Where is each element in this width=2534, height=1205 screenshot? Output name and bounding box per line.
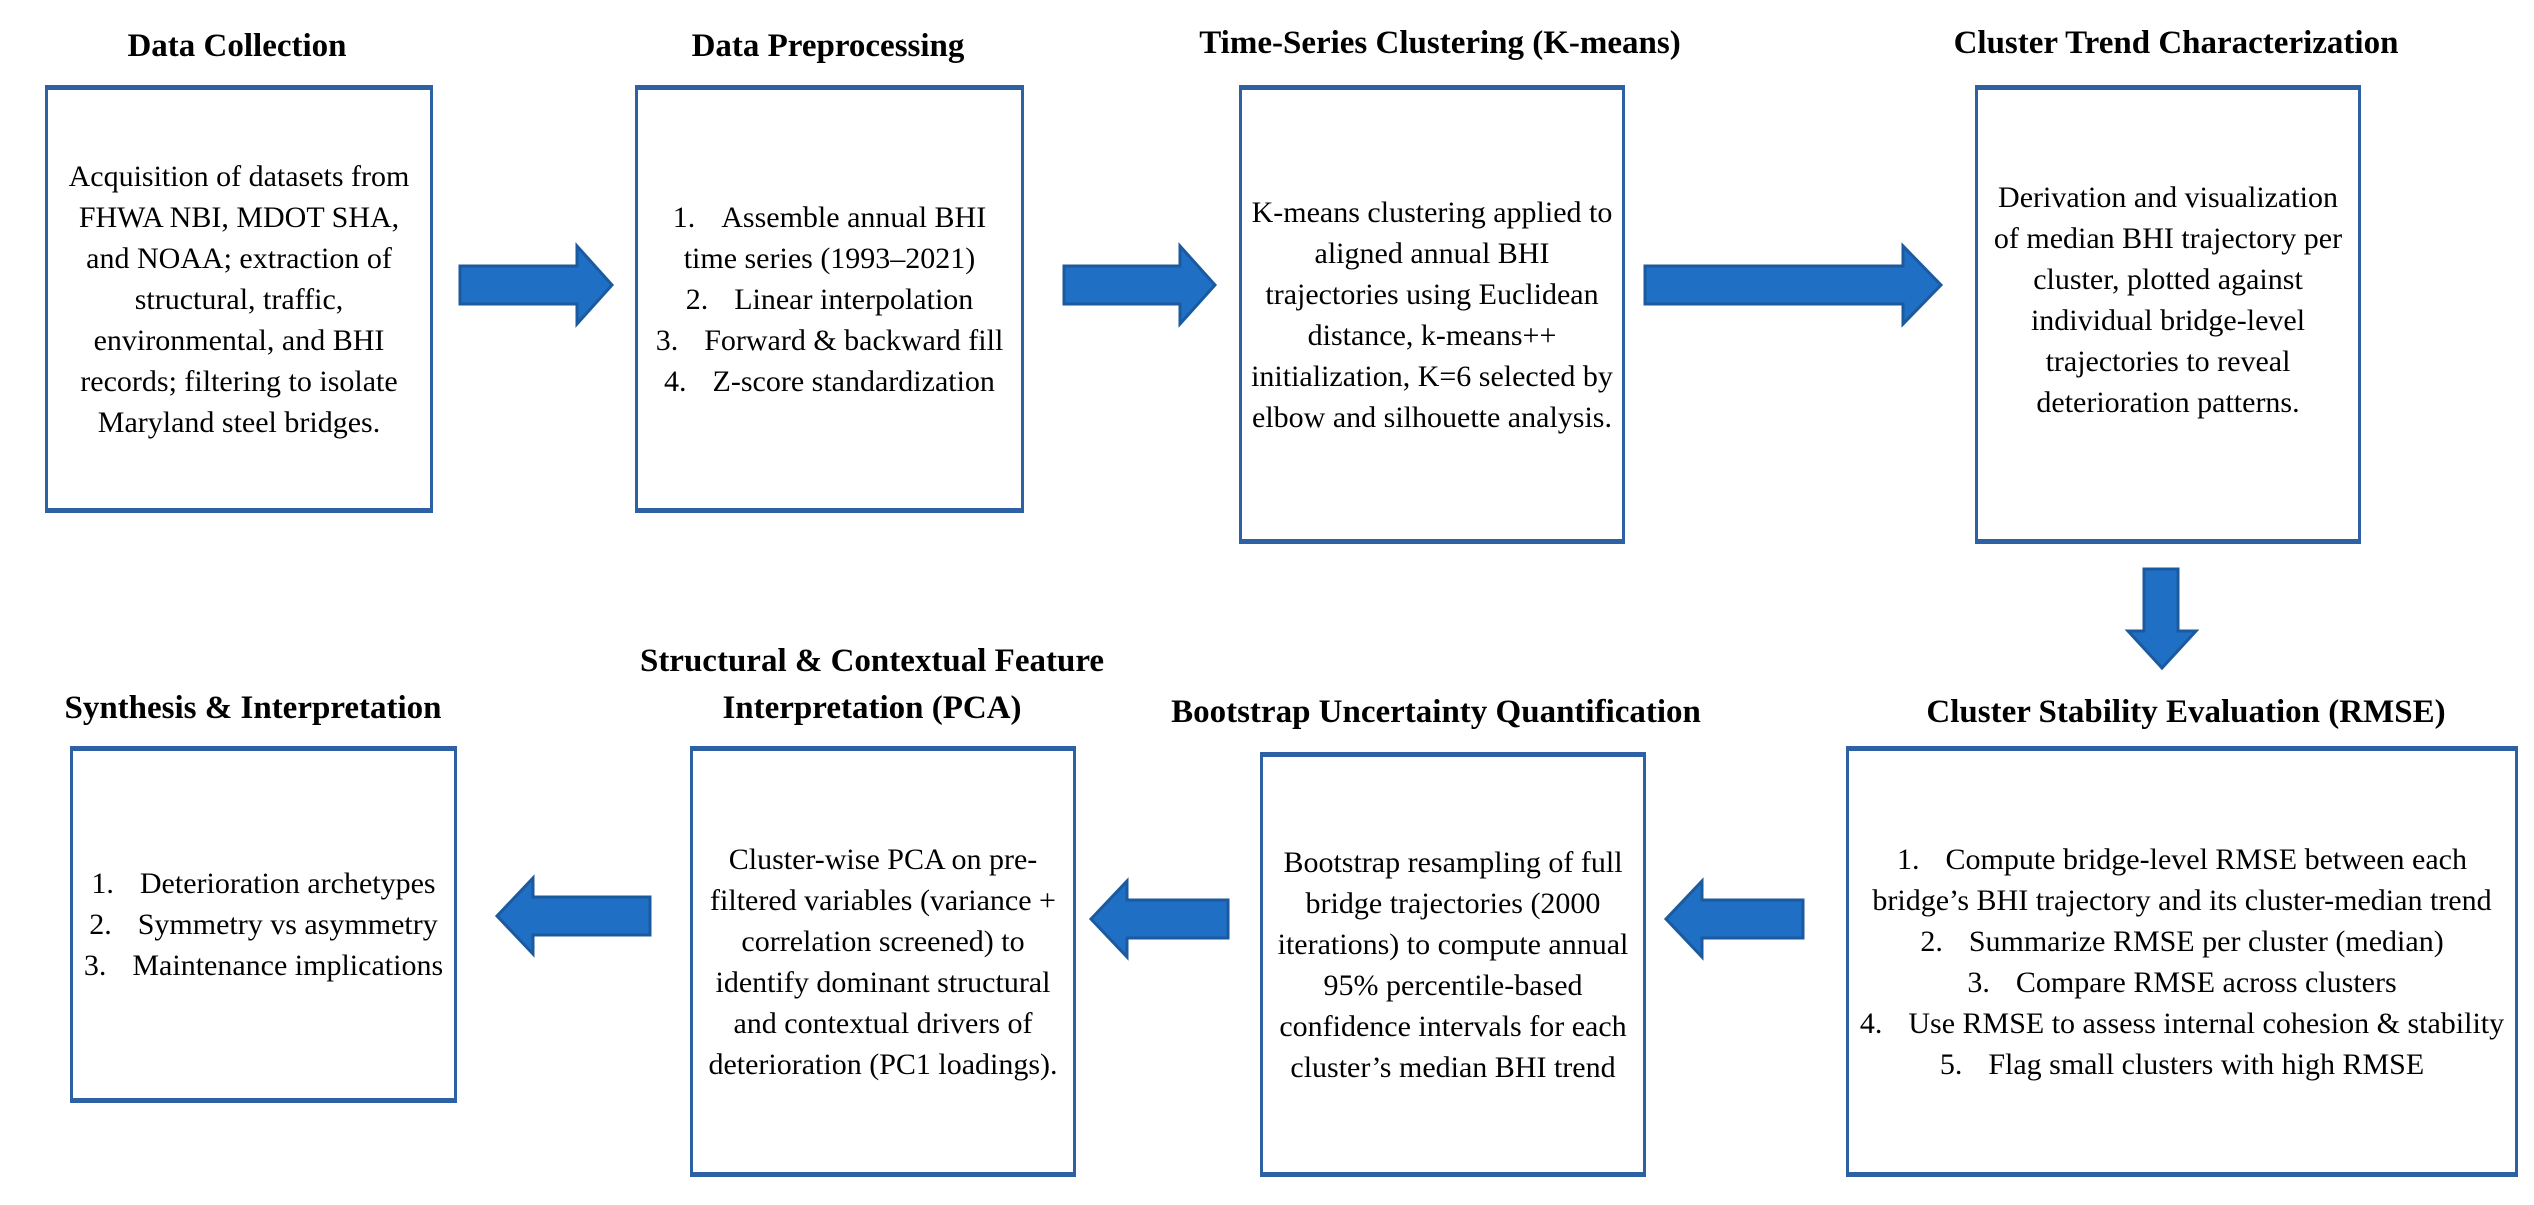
step-title-data-collection: Data Collection bbox=[127, 28, 347, 64]
arrow-right-icon bbox=[1643, 242, 1944, 328]
step-text: Cluster-wise PCA on pre-filtered variabl… bbox=[708, 842, 1058, 1081]
item-number: 1. bbox=[1896, 842, 1920, 876]
step-text: Acquisition of datasets from FHWA NBI, M… bbox=[68, 159, 410, 439]
item-text: Flag small clusters with high RMSE bbox=[1988, 1047, 2425, 1081]
step-title-bootstrap: Bootstrap Uncertainty Quantification bbox=[1171, 694, 1701, 730]
item-text: Summarize RMSE per cluster (median) bbox=[1968, 924, 2444, 958]
item-text: Z-score standardization bbox=[712, 364, 995, 398]
item-number: 5. bbox=[1939, 1047, 1963, 1081]
item-number: 1. bbox=[672, 200, 696, 234]
item-number: 3. bbox=[83, 949, 107, 982]
item-text: Forward & backward fill bbox=[704, 323, 1004, 357]
item-number: 2. bbox=[685, 282, 709, 316]
list-item: 2. Symmetry vs asymmetry bbox=[84, 904, 443, 945]
step-title-preprocessing: Data Preprocessing bbox=[691, 28, 965, 64]
list-item: 1.Assemble annual BHI time series (1993–… bbox=[646, 197, 1013, 279]
item-number: 3. bbox=[1967, 965, 1990, 999]
list-item: 4. Z-score standardization bbox=[646, 361, 1013, 402]
step-title-synthesis: Synthesis & Interpretation bbox=[64, 690, 442, 726]
item-text: Assemble annual BHI time series (1993–20… bbox=[683, 200, 987, 275]
step-text: Derivation and visualization of median B… bbox=[1993, 180, 2343, 419]
arrow-right-icon bbox=[1062, 242, 1218, 328]
step-title-stability: Cluster Stability Evaluation (RMSE) bbox=[1926, 694, 2446, 730]
arrow-left-icon bbox=[1663, 877, 1805, 961]
step-list: 1.Assemble annual BHI time series (1993–… bbox=[646, 197, 1013, 402]
step-box-stability: 1.Compute bridge-level RMSE between each… bbox=[1846, 746, 2518, 1177]
list-item: 3. Maintenance implications bbox=[84, 945, 443, 986]
item-number: 4. bbox=[1859, 1006, 1883, 1040]
step-title-pca-line2: Interpretation (PCA) bbox=[722, 690, 1022, 726]
step-list: 1. Deterioration archetypes 2. Symmetry vs… bbox=[84, 863, 443, 986]
list-item: 3. Compare RMSE across clusters bbox=[1857, 962, 2507, 1003]
step-box-synthesis: 1. Deterioration archetypes 2. Symmetry vs… bbox=[70, 746, 457, 1103]
list-item: 2. Linear interpolation bbox=[646, 279, 1013, 320]
arrow-right-icon bbox=[458, 242, 615, 328]
step-title-clustering: Time-Series Clustering (K-means) bbox=[1199, 25, 1681, 61]
item-number: 1. bbox=[91, 867, 114, 900]
item-number: 2. bbox=[89, 908, 112, 941]
step-box-clustering: K-means clustering applied to aligned an… bbox=[1239, 85, 1625, 544]
step-list: 1.Compute bridge-level RMSE between each… bbox=[1857, 839, 2507, 1085]
item-text: Symmetry vs asymmetry bbox=[137, 908, 438, 941]
step-box-trend: Derivation and visualization of median B… bbox=[1975, 85, 2361, 544]
item-text: Linear interpolation bbox=[734, 282, 974, 316]
item-text: Deterioration archetypes bbox=[139, 867, 436, 900]
step-box-data-collection: Acquisition of datasets from FHWA NBI, M… bbox=[45, 85, 433, 513]
step-box-preprocessing: 1.Assemble annual BHI time series (1993–… bbox=[635, 85, 1024, 513]
step-text: Bootstrap resampling of full bridge traj… bbox=[1277, 845, 1629, 1084]
list-item: 5. Flag small clusters with high RMSE bbox=[1857, 1044, 2507, 1085]
list-item: 2. Summarize RMSE per cluster (median) bbox=[1857, 921, 2507, 962]
list-item: 1.Compute bridge-level RMSE between each… bbox=[1857, 839, 2507, 921]
item-text: Compute bridge-level RMSE between each b… bbox=[1872, 842, 2492, 917]
item-number: 2. bbox=[1920, 924, 1943, 958]
arrow-down-icon bbox=[2124, 567, 2200, 671]
item-number: 3. bbox=[655, 323, 679, 357]
list-item: 4. Use RMSE to assess internal cohesion &… bbox=[1857, 1003, 2507, 1044]
arrow-left-icon bbox=[1088, 877, 1230, 961]
item-text: Use RMSE to assess internal cohesion & s… bbox=[1908, 1006, 2505, 1040]
step-box-bootstrap: Bootstrap resampling of full bridge traj… bbox=[1260, 752, 1646, 1177]
list-item: 1. Deterioration archetypes bbox=[84, 863, 443, 904]
list-item: 3. Forward & backward fill bbox=[646, 320, 1013, 361]
step-text: K-means clustering applied to aligned an… bbox=[1251, 195, 1613, 434]
item-text: Maintenance implications bbox=[132, 949, 444, 982]
step-title-trend: Cluster Trend Characterization bbox=[1953, 25, 2399, 61]
step-box-pca: Cluster-wise PCA on pre-filtered variabl… bbox=[690, 746, 1076, 1177]
item-number: 4. bbox=[664, 364, 687, 398]
arrow-left-icon bbox=[494, 874, 652, 958]
step-title-pca-line1: Structural & Contextual Feature bbox=[639, 643, 1105, 679]
item-text: Compare RMSE across clusters bbox=[2015, 965, 2397, 999]
